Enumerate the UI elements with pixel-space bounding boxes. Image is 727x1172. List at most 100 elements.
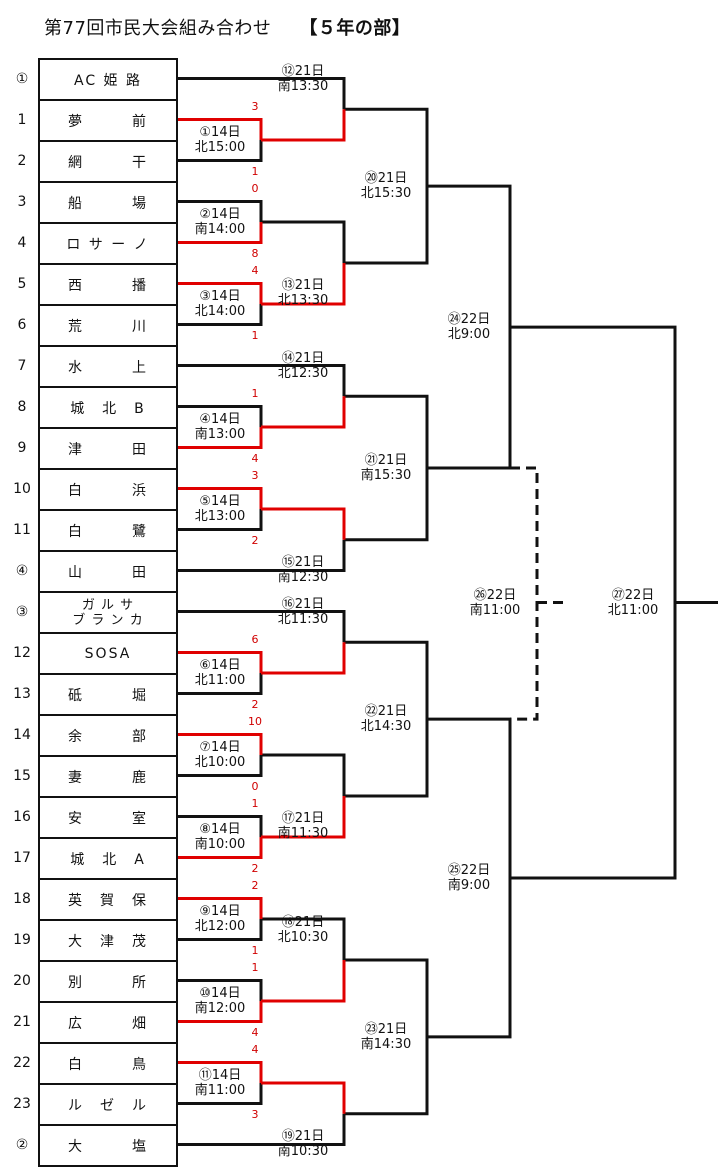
match-label: ⑯21日北11:30 — [263, 597, 343, 627]
match-date: ㉒21日 — [364, 704, 408, 720]
match-time: 北15:00 — [194, 140, 246, 155]
match-label: ①14日北15:00 — [180, 125, 260, 155]
score-value: 1 — [251, 164, 259, 178]
seed-number: 5 — [17, 275, 27, 292]
team-box: 別 所 — [38, 960, 178, 1003]
match-time: 北11:00 — [607, 602, 659, 618]
match-label: ⑨14日北12:00 — [180, 904, 260, 934]
team-box: 英 賀 保 — [38, 878, 178, 921]
seed-number: 3 — [17, 193, 27, 210]
seed-number: 19 — [13, 931, 31, 948]
match-label: ㉔22日北9:00 — [429, 312, 509, 342]
match-line — [178, 77, 346, 110]
score-value: 1 — [251, 943, 259, 957]
team-box: ガ ル サブ ラ ン カ — [38, 591, 178, 634]
seed-number: 22 — [13, 1054, 31, 1071]
winner-path — [178, 733, 263, 755]
match-line — [178, 755, 263, 777]
match-label: ㉓21日南14:30 — [346, 1022, 426, 1052]
match-time: 南15:30 — [360, 468, 412, 483]
match-time: 北13:30 — [277, 293, 329, 308]
seed-number: 23 — [13, 1095, 31, 1112]
match-line — [178, 405, 263, 427]
seed-number: 15 — [13, 767, 31, 784]
match-line — [261, 220, 346, 263]
team-name: ル ゼ ル — [68, 1097, 148, 1114]
match-label: ⑳21日北15:30 — [346, 171, 426, 201]
seed-number: 9 — [17, 439, 27, 456]
seed-number: ③ — [15, 603, 29, 620]
match-label: ㉖22日南11:00 — [455, 588, 535, 618]
match-date: ③14日 — [199, 289, 241, 304]
match-line — [178, 200, 263, 222]
match-time: 南14:30 — [360, 1036, 412, 1052]
team-name: 船 場 — [68, 195, 148, 212]
seed-number: 16 — [13, 808, 31, 825]
match-time: 北14:00 — [194, 304, 246, 319]
match-date: ⑮21日 — [281, 554, 325, 570]
seed-number: 4 — [17, 234, 27, 251]
score-value: 3 — [251, 468, 259, 482]
match-label: ⑫21日南13:30 — [263, 64, 343, 94]
match-label: ⑤14日北13:00 — [180, 494, 260, 524]
match-time: 南9:00 — [447, 878, 491, 893]
match-label: ⑧14日南10:00 — [180, 822, 260, 852]
match-date: ㉕22日 — [447, 863, 491, 878]
score-value: 2 — [251, 533, 259, 547]
team-box: 山 田 — [38, 550, 178, 593]
winner-path — [261, 109, 346, 142]
match-date: ⑯21日 — [281, 597, 325, 613]
match-date: ⑲21日 — [281, 1128, 325, 1144]
match-date: ⑨14日 — [199, 904, 241, 919]
team-box: ロ サ ー ノ — [38, 222, 178, 265]
match-line — [178, 509, 263, 531]
team-name: 夢 前 — [68, 113, 148, 130]
winner-path — [178, 282, 263, 304]
match-time: 南13:30 — [277, 79, 329, 95]
match-time: 北12:00 — [194, 919, 246, 934]
team-name: 広 畑 — [68, 1015, 148, 1032]
seed-number: 1 — [17, 111, 27, 128]
team-name: 水 上 — [68, 359, 148, 376]
match-date: ㉔22日 — [447, 312, 491, 328]
team-box: 安 室 — [38, 796, 178, 839]
match-line — [178, 919, 263, 941]
team-box: 船 場 — [38, 181, 178, 224]
seed-number: ① — [15, 70, 29, 87]
match-time: 北13:00 — [194, 509, 246, 524]
team-name: 城 北 B — [70, 400, 146, 417]
score-value: 1 — [251, 328, 259, 342]
match-date: ⑤14日 — [199, 494, 241, 509]
seed-number: 2 — [17, 152, 27, 169]
team-box: 網 干 — [38, 140, 178, 183]
team-box: 大 塩 — [38, 1124, 178, 1167]
match-time: 北10:30 — [277, 930, 329, 945]
score-value: 2 — [251, 878, 259, 892]
team-box: 夢 前 — [38, 99, 178, 142]
seed-number: 18 — [13, 890, 31, 907]
match-label: ⑦14日北10:00 — [180, 740, 260, 770]
team-name: 津 田 — [68, 441, 148, 458]
match-label: ⑱21日北10:30 — [263, 915, 343, 945]
match-time: 南10:30 — [277, 1143, 329, 1159]
winner-path — [178, 1001, 263, 1023]
match-label: ⑮21日南12:30 — [263, 555, 343, 585]
team-name: 白 浜 — [68, 482, 148, 499]
team-box: 余 部 — [38, 714, 178, 757]
match-label: ⑰21日南11:30 — [263, 811, 343, 841]
match-label: ㉒21日北14:30 — [346, 704, 426, 734]
score-value: 3 — [251, 99, 259, 113]
score-value: 10 — [248, 714, 262, 728]
match-time: 北15:30 — [360, 186, 412, 202]
team-name: 大 塩 — [68, 1138, 148, 1155]
score-value: 6 — [251, 632, 259, 646]
match-time: 南12:30 — [277, 569, 329, 585]
team-name: 妻 鹿 — [68, 769, 148, 786]
match-time: 北11:30 — [277, 612, 329, 628]
team-box: 西 播 — [38, 263, 178, 306]
match-date: ㉖22日 — [473, 587, 517, 603]
match-date: ⑦14日 — [199, 740, 241, 755]
match-time: 南14:00 — [194, 222, 246, 237]
team-box: SOSA — [38, 632, 178, 675]
